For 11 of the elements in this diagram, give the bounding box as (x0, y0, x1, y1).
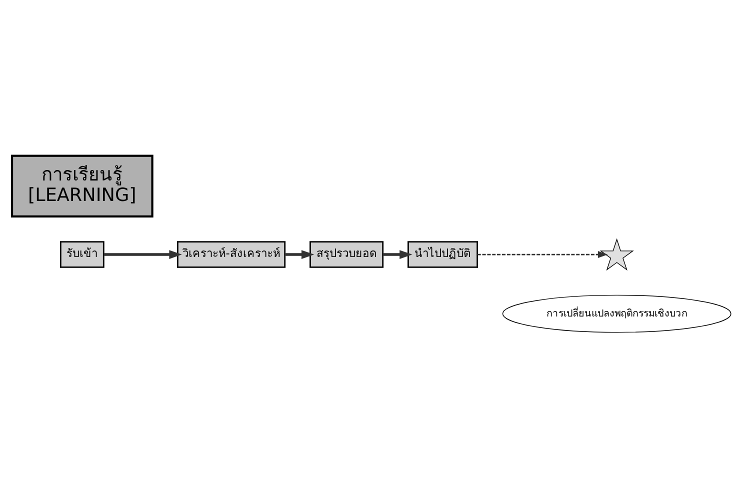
node-box: รับเข้า (60, 240, 104, 268)
arrow (284, 250, 314, 258)
arrow (477, 250, 608, 258)
arrow (383, 250, 412, 258)
node-box: การเรียนรู้ [LEARNING] (10, 154, 154, 217)
node-star (600, 238, 634, 270)
node-box: นำไปปฏิบัติ (408, 240, 478, 268)
node-box: วิเคราะห์-สังเคราะห์ (176, 240, 286, 268)
node-ellipse: การเปลี่ยนแปลงพฤติกรรมเชิงบวก (502, 294, 732, 332)
node-box: สรุปรวบยอด (310, 240, 384, 268)
arrow (104, 250, 182, 258)
